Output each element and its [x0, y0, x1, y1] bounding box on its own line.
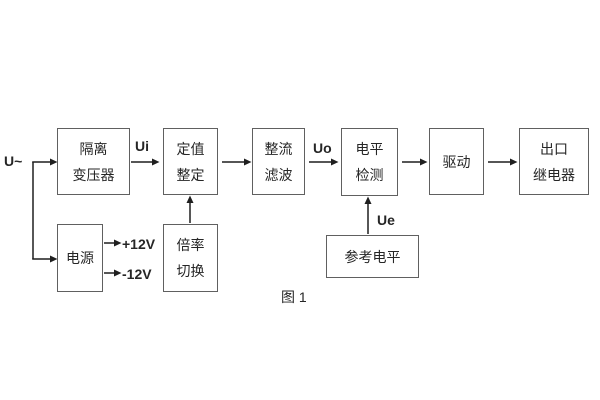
label-input-voltage: U~ [4, 153, 23, 169]
block-rectify-filter: 整流 滤波 [252, 128, 305, 195]
block-power-supply-line1: 电源 [66, 250, 94, 266]
block-isolation-transformer: 隔离 变压器 [57, 128, 130, 195]
block-output-relay: 出口 继电器 [519, 128, 589, 195]
block-rectify-filter-line2: 滤波 [264, 166, 293, 183]
block-rectify-filter-line1: 整流 [264, 140, 293, 157]
label-ue: Ue [377, 212, 395, 228]
block-ratio-switch: 倍率 切换 [163, 224, 218, 292]
block-ratio-switch-line2: 切换 [176, 263, 205, 279]
figure-caption: 图 1 [281, 289, 307, 305]
label-uo: Uo [313, 140, 332, 156]
block-isolation-transformer-line1: 隔离 [79, 140, 108, 157]
block-setting-adjust-line1: 定值 [176, 140, 205, 157]
block-output-relay-line2: 继电器 [533, 166, 575, 183]
block-isolation-transformer-line2: 变压器 [72, 166, 115, 183]
label-ui: Ui [135, 138, 149, 154]
block-drive: 驱动 [429, 128, 484, 195]
block-level-detect: 电平 检测 [341, 128, 398, 196]
block-drive-line1: 驱动 [442, 153, 471, 170]
block-level-detect-line1: 电平 [355, 141, 384, 157]
block-reference-level-line1: 参考电平 [344, 248, 401, 265]
label-rail-positive: +12V [122, 236, 156, 252]
block-level-detect-line2: 检测 [355, 167, 384, 183]
block-output-relay-line1: 出口 [540, 140, 568, 157]
block-setting-adjust: 定值 整定 [163, 128, 218, 195]
block-ratio-switch-line1: 倍率 [176, 237, 205, 253]
label-rail-negative: -12V [122, 266, 152, 282]
block-setting-adjust-line2: 整定 [176, 166, 205, 183]
block-power-supply: 电源 [57, 224, 103, 292]
block-reference-level: 参考电平 [326, 235, 419, 278]
